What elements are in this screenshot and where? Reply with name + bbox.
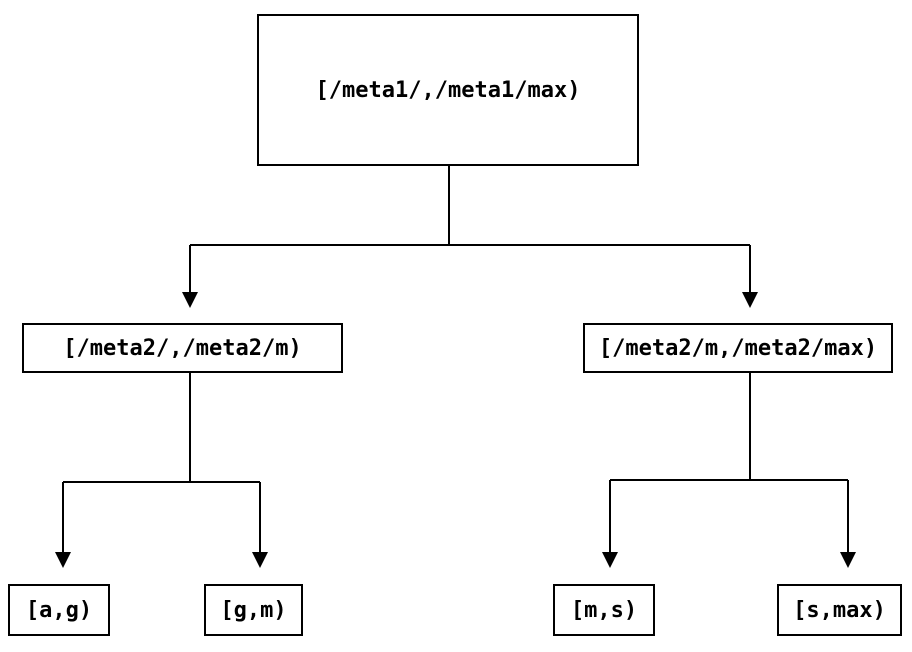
arrowhead-icon — [602, 552, 618, 568]
arrowhead-icon — [182, 292, 198, 308]
arrowhead-icon — [55, 552, 71, 568]
arrowhead-icon — [252, 552, 268, 568]
node-leaf-m-s: [m,s) — [553, 584, 655, 636]
node-meta2-left-range: [/meta2/,/meta2/m) — [22, 323, 343, 373]
node-leaf-a-g: [a,g) — [8, 584, 110, 636]
arrowhead-icon — [742, 292, 758, 308]
node-leaf-s-max: [s,max) — [777, 584, 902, 636]
arrowhead-icon — [840, 552, 856, 568]
edge-left2-to-leaves — [62, 373, 261, 552]
node-meta2-right-range: [/meta2/m,/meta2/max) — [583, 323, 893, 373]
edge-right2-to-leaves — [609, 373, 849, 552]
edge-root-to-children — [189, 166, 751, 292]
node-root-range: [/meta1/,/meta1/max) — [257, 14, 639, 166]
node-leaf-g-m: [g,m) — [204, 584, 303, 636]
